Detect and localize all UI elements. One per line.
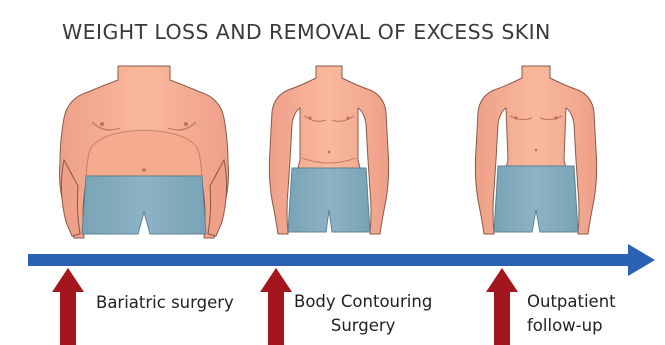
stage-label-line: follow-up: [527, 314, 616, 338]
stage-arrow-3: [486, 268, 518, 345]
stage-label-contouring: Body Contouring Surgery: [294, 290, 432, 338]
stage-arrow-1: [52, 268, 84, 345]
stage-label-follow-up: Outpatient follow-up: [527, 290, 616, 338]
stage-label-line: Outpatient: [527, 290, 616, 314]
stage-label-line: Body Contouring: [294, 290, 432, 314]
figure-after-contouring: [475, 66, 596, 234]
figure-before: [59, 66, 228, 238]
timeline-arrow: [28, 244, 655, 276]
stage-label-bariatric: Bariatric surgery: [96, 291, 234, 315]
stage-label-line: Surgery: [294, 314, 432, 338]
stage-arrow-2: [260, 268, 292, 345]
stage-label-line: Bariatric surgery: [96, 291, 234, 315]
figure-after-bariatric: [269, 66, 388, 234]
